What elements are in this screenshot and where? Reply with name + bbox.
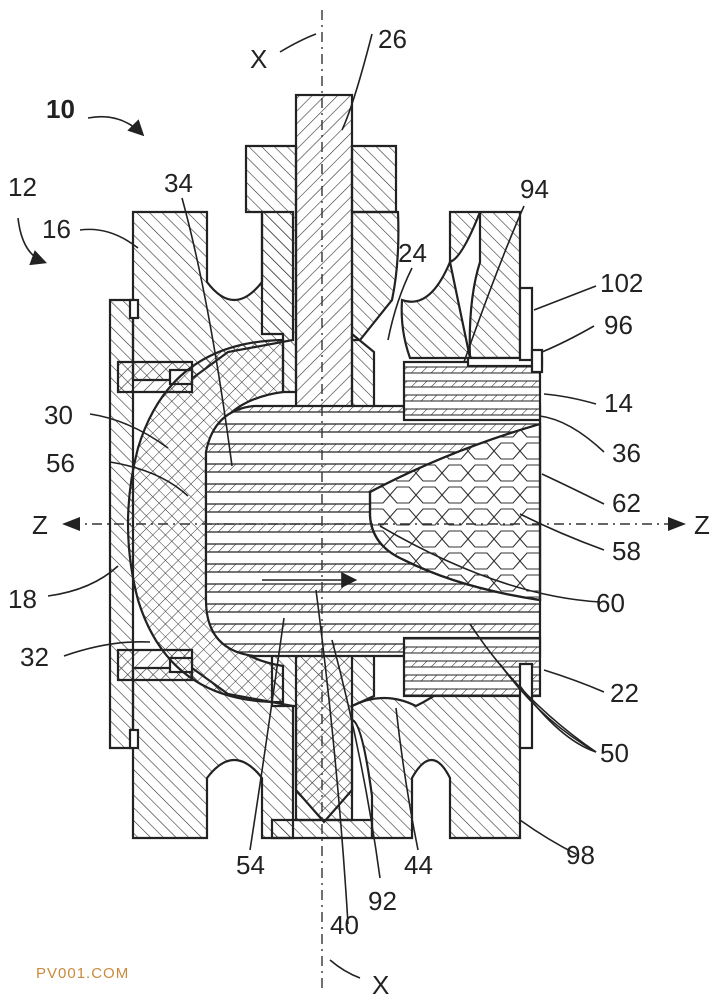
label-60: 60 bbox=[596, 588, 625, 618]
axis-label-x-bottom: X bbox=[372, 970, 389, 1000]
right-plate bbox=[518, 286, 544, 750]
leader-lines bbox=[17, 33, 605, 925]
label-54: 54 bbox=[236, 850, 265, 880]
label-56: 56 bbox=[46, 448, 75, 478]
housing-upper bbox=[131, 210, 522, 382]
label-40: 40 bbox=[330, 910, 359, 940]
label-58: 58 bbox=[612, 536, 641, 566]
stem-upper bbox=[244, 93, 398, 410]
axis-x bbox=[279, 10, 361, 990]
label-34: 34 bbox=[164, 168, 193, 198]
label-14: 14 bbox=[604, 388, 633, 418]
label-16: 16 bbox=[42, 214, 71, 244]
label-92: 92 bbox=[368, 886, 397, 916]
axis-label-z-right: Z bbox=[694, 510, 710, 540]
watermark: PV001.COM bbox=[36, 965, 129, 982]
label-36: 36 bbox=[612, 438, 641, 468]
label-50: 50 bbox=[600, 738, 629, 768]
honeycomb-insert bbox=[368, 422, 542, 602]
label-10: 10 bbox=[46, 94, 75, 124]
label-18: 18 bbox=[8, 584, 37, 614]
label-62: 62 bbox=[612, 488, 641, 518]
label-44: 44 bbox=[404, 850, 433, 880]
label-94: 94 bbox=[520, 174, 549, 204]
axis-z bbox=[62, 517, 686, 531]
label-32: 32 bbox=[20, 642, 49, 672]
label-96: 96 bbox=[604, 310, 633, 340]
label-98: 98 bbox=[566, 840, 595, 870]
label-22: 22 bbox=[610, 678, 639, 708]
label-102: 102 bbox=[600, 268, 643, 298]
label-12: 12 bbox=[8, 172, 37, 202]
label-26: 26 bbox=[378, 24, 407, 54]
axis-label-x-top: X bbox=[250, 44, 267, 74]
label-30: 30 bbox=[44, 400, 73, 430]
label-24: 24 bbox=[398, 238, 427, 268]
axis-label-z-left: Z bbox=[32, 510, 48, 540]
housing-lower bbox=[131, 664, 522, 840]
